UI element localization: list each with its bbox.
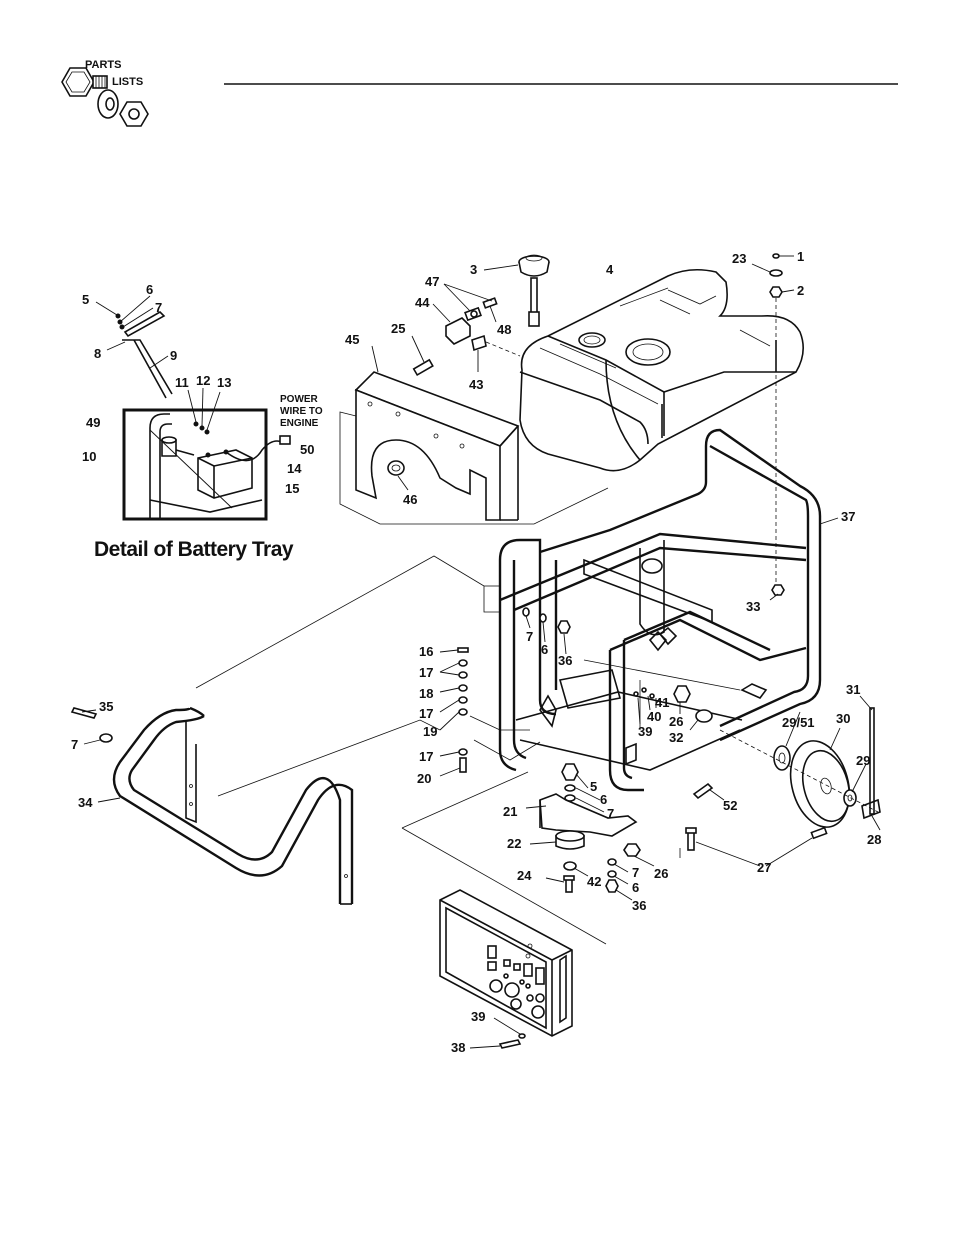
- callout-17-b: 17: [419, 706, 433, 721]
- callout-50: 50: [300, 442, 314, 457]
- wheel-spacer-icon: [774, 746, 790, 770]
- callout-30: 30: [836, 711, 850, 726]
- callout-22: 22: [507, 836, 521, 851]
- callout-35: 35: [99, 699, 113, 714]
- callout-17-c: 17: [419, 749, 433, 764]
- callout-26-top: 26: [669, 714, 683, 729]
- callout-24: 24: [517, 868, 532, 883]
- callout-47: 47: [425, 274, 439, 289]
- tank-mount-hardware: [752, 254, 794, 600]
- logo-text-lists: LISTS: [112, 76, 143, 88]
- callout-5-mount: 5: [590, 779, 597, 794]
- callout-27: 27: [757, 860, 771, 875]
- callout-11: 11: [175, 375, 189, 390]
- callout-6-mount: 6: [600, 792, 607, 807]
- callout-13: 13: [217, 375, 231, 390]
- callout-28: 28: [867, 832, 881, 847]
- callout-25: 25: [391, 321, 405, 336]
- callout-6-bottom: 6: [632, 880, 639, 895]
- callout-15: 15: [285, 481, 299, 496]
- callout-3: 3: [470, 262, 477, 277]
- callout-17-a: 17: [419, 665, 433, 680]
- callout-16: 16: [419, 644, 433, 659]
- callout-8: 8: [94, 346, 101, 361]
- logo-text-parts: PARTS: [85, 59, 121, 71]
- callout-41: 41: [655, 695, 669, 710]
- callout-34: 34: [78, 795, 93, 810]
- callout-1: 1: [797, 249, 804, 264]
- callout-20: 20: [417, 771, 431, 786]
- callout-23: 23: [732, 251, 746, 266]
- main-frame: [484, 430, 838, 790]
- callout-18: 18: [419, 686, 433, 701]
- fuel-tank: [520, 270, 803, 471]
- callout-52: 52: [723, 798, 737, 813]
- detail-title: Detail of Battery Tray: [94, 538, 294, 561]
- callout-6-top: 6: [146, 282, 153, 297]
- callout-31: 31: [846, 682, 860, 697]
- callout-7-handle: 7: [71, 737, 78, 752]
- power-wire-label-2: WIRE TO: [280, 406, 323, 417]
- callout-7-top: 7: [155, 300, 162, 315]
- callout-45: 45: [345, 332, 359, 347]
- power-wire-label-1: POWER: [280, 394, 319, 405]
- callout-39-panel: 39: [471, 1009, 485, 1024]
- callout-14: 14: [287, 461, 302, 476]
- callout-6-frame: 6: [541, 642, 548, 657]
- callout-7-mount: 7: [607, 806, 614, 821]
- callout-38: 38: [451, 1040, 465, 1055]
- callout-2: 2: [797, 283, 804, 298]
- callout-21: 21: [503, 804, 517, 819]
- callout-5-top: 5: [82, 292, 89, 307]
- callout-46: 46: [403, 492, 417, 507]
- callout-26-bottom: 26: [654, 866, 668, 881]
- callout-33: 33: [746, 599, 760, 614]
- callout-32: 32: [669, 730, 683, 745]
- callout-9: 9: [170, 348, 177, 363]
- callout-19: 19: [423, 724, 437, 739]
- callout-29: 29: [856, 753, 870, 768]
- callout-7-bottom: 7: [632, 865, 639, 880]
- callout-40: 40: [647, 709, 661, 724]
- callout-4: 4: [606, 262, 614, 277]
- callout-39-frame: 39: [638, 724, 652, 739]
- callout-36-frame: 36: [558, 653, 572, 668]
- callout-49: 49: [86, 415, 100, 430]
- callout-10: 10: [82, 449, 96, 464]
- battery-hold-down-parts: [96, 296, 220, 434]
- callout-7-frame: 7: [526, 629, 533, 644]
- callout-12: 12: [196, 373, 210, 388]
- callout-48: 48: [497, 322, 511, 337]
- callout-29-51: 29/51: [782, 715, 815, 730]
- callout-36-bottom: 36: [632, 898, 646, 913]
- battery-tray-detail: POWER WIRE TO ENGINE Detail of Battery T…: [94, 394, 323, 561]
- callout-44: 44: [415, 295, 430, 310]
- callout-42: 42: [587, 874, 601, 889]
- hold-down-bracket-icon: [125, 312, 164, 336]
- callout-43: 43: [469, 377, 483, 392]
- power-wire-label-3: ENGINE: [280, 418, 319, 429]
- callout-37: 37: [841, 509, 855, 524]
- battery-icon: [198, 450, 252, 498]
- parts-lists-logo: PARTS LISTS: [62, 59, 148, 126]
